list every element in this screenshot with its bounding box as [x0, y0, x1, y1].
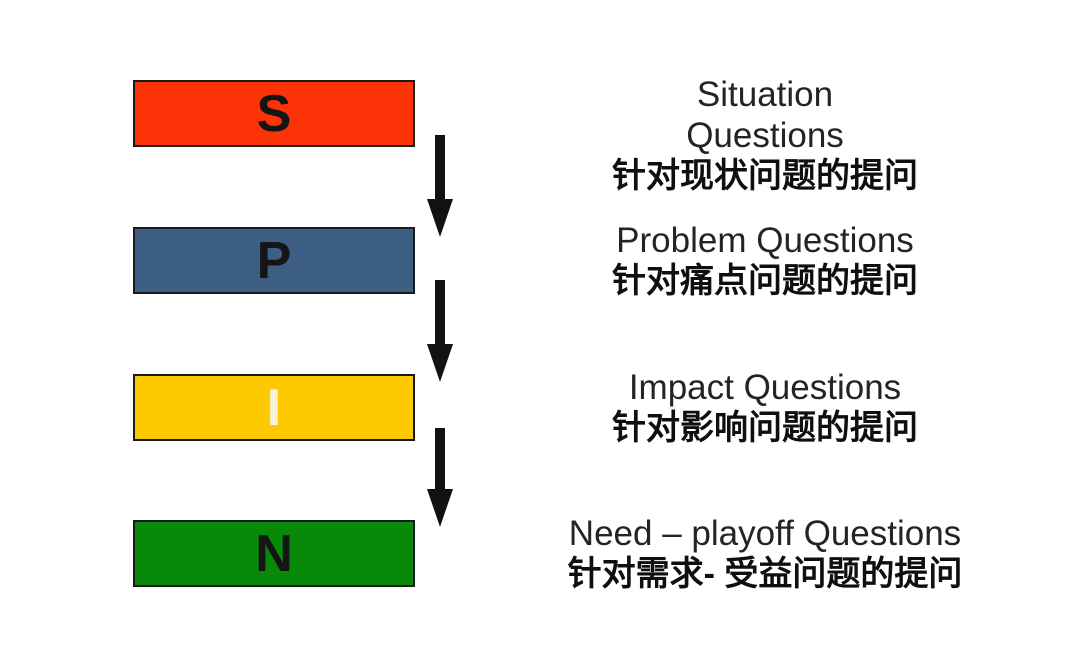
- label-zh-line: 针对需求- 受益问题的提问: [567, 555, 963, 593]
- arrow-head: [427, 199, 453, 237]
- arrow-shaft: [435, 428, 445, 489]
- label-en-line: Questions: [686, 116, 844, 155]
- step-box-impact: I: [133, 374, 415, 441]
- label-en-line: Impact Questions: [628, 368, 902, 407]
- label-zh-line: 针对痛点问题的提问: [612, 262, 918, 300]
- down-arrow-icon: [427, 428, 453, 527]
- label-need-payoff-questions: Need – playoff Questions 针对需求- 受益问题的提问: [485, 513, 1045, 594]
- label-zh-line: 针对现状问题的提问: [612, 157, 918, 195]
- step-letter-p: P: [256, 231, 292, 290]
- arrow-head: [427, 489, 453, 527]
- step-box-problem: P: [133, 227, 415, 294]
- step-letter-i: I: [266, 378, 282, 437]
- step-box-situation: S: [133, 80, 415, 147]
- label-en-line: Need – playoff Questions: [568, 514, 962, 553]
- label-problem-questions: Problem Questions 针对痛点问题的提问: [485, 220, 1045, 301]
- arrow-shaft: [435, 280, 445, 344]
- arrow-shaft: [435, 135, 445, 199]
- step-box-need: N: [133, 520, 415, 587]
- label-en-line: Problem Questions: [616, 221, 914, 260]
- label-situation-questions: Situation Questions 针对现状问题的提问: [485, 74, 1045, 196]
- label-impact-questions: Impact Questions 针对影响问题的提问: [485, 367, 1045, 448]
- down-arrow-icon: [427, 280, 453, 382]
- down-arrow-icon: [427, 135, 453, 237]
- step-letter-s: S: [256, 84, 292, 143]
- label-zh-line: 针对影响问题的提问: [612, 409, 918, 447]
- label-en-line: Situation: [696, 75, 834, 114]
- arrow-head: [427, 344, 453, 382]
- step-letter-n: N: [255, 524, 293, 583]
